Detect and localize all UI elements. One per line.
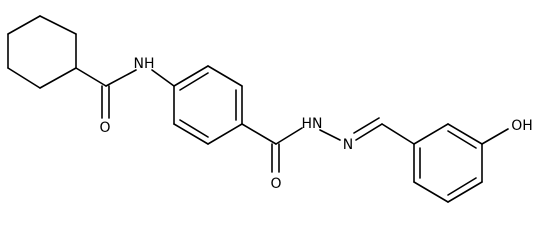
cyclohexane-ring xyxy=(7,15,77,89)
bond xyxy=(151,69,175,87)
bond xyxy=(355,123,383,141)
bond xyxy=(413,123,449,145)
bond xyxy=(179,119,209,138)
bond xyxy=(481,128,509,145)
bond xyxy=(447,130,477,149)
bond xyxy=(275,127,303,145)
benzene-ring-meta xyxy=(413,123,509,203)
bond xyxy=(39,15,77,35)
atom-label-nh-amide: NH xyxy=(134,56,155,72)
atom-label-hn-hydrazide: HN xyxy=(302,116,323,132)
atom-label-oh: OH xyxy=(511,118,533,134)
atom-label-o-hydrazide: O xyxy=(270,176,281,192)
bond xyxy=(319,129,341,141)
atom-label-o-amide: O xyxy=(99,120,110,136)
bond xyxy=(413,181,449,203)
bond xyxy=(353,117,380,134)
bond xyxy=(75,67,107,87)
bond xyxy=(381,123,415,145)
bond xyxy=(447,123,483,145)
bond xyxy=(447,177,477,196)
bond xyxy=(39,67,77,89)
bond xyxy=(241,123,277,145)
bond xyxy=(173,123,209,145)
bond xyxy=(447,181,483,203)
amide-group xyxy=(75,67,175,119)
bond xyxy=(179,72,209,91)
imine-group xyxy=(353,117,415,145)
bond xyxy=(207,123,243,145)
bond xyxy=(173,65,209,87)
bond xyxy=(7,67,41,89)
atom-label-n-imine: N xyxy=(343,137,353,153)
hydrazide-group xyxy=(241,123,341,173)
benzene-ring-para xyxy=(173,65,243,145)
bond xyxy=(7,15,41,35)
molecule-canvas: NH O HN N O OH xyxy=(7,15,533,203)
bond xyxy=(207,65,243,87)
structure-diagram: NH O HN N O OH xyxy=(7,15,533,203)
bond xyxy=(105,69,137,87)
